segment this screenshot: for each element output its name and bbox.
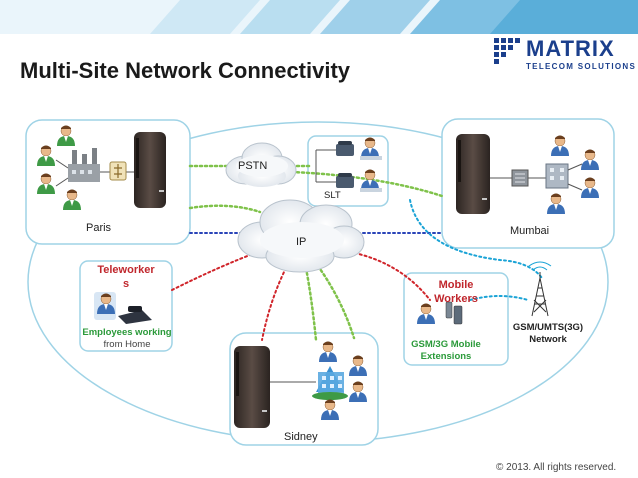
site-label-sidney: Sidney <box>284 431 318 443</box>
switch-icon <box>511 169 529 187</box>
link-ip-sidney-green-2 <box>316 264 356 340</box>
pbx-device-paris-icon <box>134 132 166 208</box>
teleworker-caption-line2: from Home <box>103 339 151 350</box>
teleworker-caption: Employees working from Home <box>80 327 174 351</box>
link-paris-ip-green <box>188 204 262 214</box>
pbx-device-mumbai-icon <box>456 134 490 214</box>
gsm-label-line2: Network <box>529 334 567 345</box>
desk-phone-icon <box>336 141 354 156</box>
gsm-tower-icon <box>528 261 552 317</box>
mobile-title-line2: Workers <box>434 293 478 305</box>
site-label-mumbai: Mumbai <box>510 225 550 237</box>
mobile-caption-line2: Extensions <box>420 351 472 362</box>
site-label-paris: Paris <box>86 222 112 234</box>
link-teleworker-ip <box>171 251 259 291</box>
gsm-network-label: GSM/UMTS(3G) Network <box>506 322 590 346</box>
building-icon <box>545 163 569 189</box>
mobile-title: Mobile Workers <box>424 278 488 306</box>
slt-label: SLT <box>324 190 341 201</box>
teleworker-equipment <box>94 292 152 324</box>
teleworker-title-line2: s <box>122 278 130 290</box>
sidney-equipment <box>270 341 368 421</box>
matrix-logo: MATRIX TELECOM SOLUTIONS <box>494 36 635 78</box>
gsm-label-line1: GSM/UMTS(3G) <box>512 322 584 333</box>
mobile-phone-icon <box>453 305 463 325</box>
copyright-notice: © 2013. All rights reserved. <box>496 462 617 473</box>
teleworker-title-line1: Teleworker <box>97 264 155 276</box>
ip-cloud <box>237 199 365 273</box>
link-ip-sidney-red <box>261 267 287 341</box>
link-ip-mobile <box>349 251 431 301</box>
office-building-icon <box>312 366 348 400</box>
slt-equipment <box>315 137 382 192</box>
teleworker-title: Teleworker s <box>86 263 166 291</box>
link-pstn-mumbai <box>290 170 444 198</box>
link-mumbai-gsm <box>409 199 543 279</box>
header-stripe <box>0 0 638 34</box>
link-ip-sidney-green <box>304 266 318 342</box>
cloud-label-ip: IP <box>296 236 307 248</box>
ip-phone-icon <box>118 306 152 324</box>
mobile-caption: GSM/3G Mobile Extensions <box>404 339 488 363</box>
pstn-cloud <box>225 142 297 187</box>
page-title: Multi-Site Network Connectivity <box>20 58 351 83</box>
matrix-logo-icon <box>494 38 520 64</box>
mumbai-equipment <box>490 135 600 215</box>
logo-brand: MATRIX <box>526 36 615 61</box>
pbx-device-sidney-icon <box>234 346 270 428</box>
paris-equipment <box>36 125 134 211</box>
mobile-worker-equipment <box>416 301 463 325</box>
mobile-title-line1: Mobile <box>438 279 474 291</box>
desk-phone-icon <box>336 173 354 188</box>
connection-lines <box>171 164 543 342</box>
link-mobile-gsm <box>469 295 529 301</box>
cloud-label-pstn: PSTN <box>238 160 268 172</box>
router-icon <box>109 161 127 181</box>
teleworker-box <box>79 260 173 352</box>
logo-tagline: TELECOM SOLUTIONS <box>526 62 637 71</box>
teleworker-caption-line1: Employees working <box>82 327 172 338</box>
mobile-caption-line1: GSM/3G Mobile <box>411 339 481 350</box>
factory-icon <box>68 148 100 182</box>
mobile-phone-icon <box>445 301 453 319</box>
